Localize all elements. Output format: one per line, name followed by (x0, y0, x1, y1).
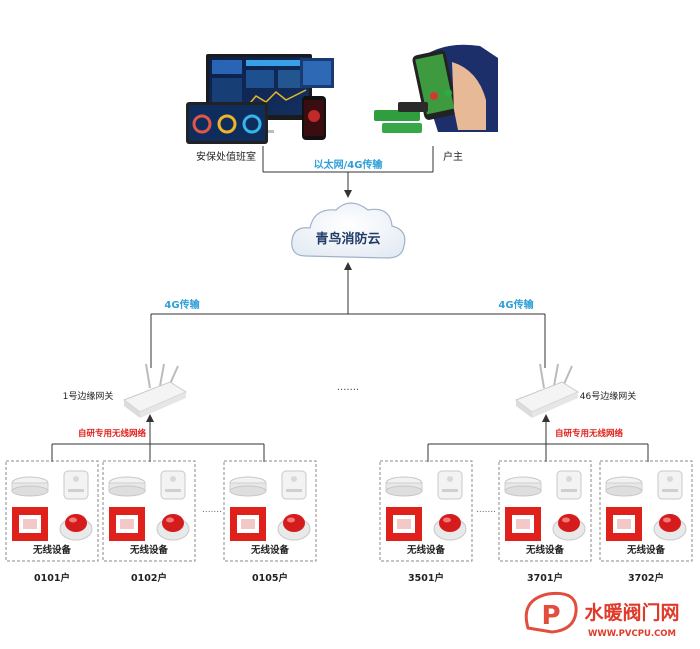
gas-detector-icon (63, 470, 89, 500)
svg-text:P: P (541, 601, 560, 631)
alarm-beacon-icon (59, 514, 93, 541)
watermark-url: WWW.PVCPU.COM (588, 629, 676, 639)
gateway-router-icon-2 (514, 363, 580, 418)
top-connector (262, 146, 434, 198)
wireless-network-label-left: 自研专用无线网络 (78, 428, 147, 439)
gas-detector-icon (437, 470, 463, 500)
household-ellipsis-left: ....... (202, 505, 222, 515)
alarm-beacon-icon (552, 514, 586, 541)
household-box (379, 460, 473, 562)
household-unit-label: 3701户 (527, 572, 563, 584)
smoke-detector-icon (229, 476, 267, 497)
alarm-beacon-icon (277, 514, 311, 541)
alarm-beacon-icon (433, 514, 467, 541)
household-box (223, 460, 317, 562)
downlink-connector (51, 414, 649, 462)
device-label: 无线设备 (406, 544, 446, 556)
device-label: 无线设备 (525, 544, 565, 556)
manual-call-point-icon (505, 507, 541, 541)
monitoring-room-image (186, 54, 334, 144)
manual-call-point-icon (386, 507, 422, 541)
household-unit-label: 3501户 (408, 572, 444, 584)
gas-detector-icon (657, 470, 683, 500)
gateway-label-1: 1号边缘网关 (63, 390, 114, 402)
household-unit-label: 0101户 (34, 572, 70, 584)
watermark-logo: P (524, 591, 578, 634)
household-group: 无线设备 3501户 (379, 460, 473, 584)
smoke-detector-icon (605, 476, 643, 497)
household-box (5, 460, 99, 562)
household-group: 无线设备 0101户 (5, 460, 99, 584)
device-label: 无线设备 (626, 544, 666, 556)
smoke-detector-icon (504, 476, 542, 497)
household-groups: 无线设备0101户无线设备0102户无线设备0105户无线设备3501户无线设备… (5, 460, 693, 584)
smoke-detector-icon (385, 476, 423, 497)
alarm-beacon-icon (156, 514, 190, 541)
watermark-title: 水暖阀门网 (584, 601, 679, 624)
gas-detector-icon (281, 470, 307, 500)
household-group: 无线设备 0105户 (223, 460, 317, 584)
cloud-label: 青鸟消防云 (315, 231, 380, 247)
smoke-detector-icon (11, 476, 49, 497)
uplink-connector (150, 262, 546, 368)
homeowner-phone-image (374, 44, 498, 133)
device-label: 无线设备 (129, 544, 169, 556)
household-box (498, 460, 592, 562)
manual-call-point-icon (12, 507, 48, 541)
household-unit-label: 3702户 (628, 572, 664, 584)
homeowner-label: 户主 (443, 150, 463, 163)
wireless-network-label-right: 自研专用无线网络 (555, 428, 624, 439)
smoke-detector-icon (108, 476, 146, 497)
gateway-label-2: 46号边缘网关 (580, 390, 636, 402)
uplink-left-label: 4G传输 (164, 298, 200, 311)
device-label: 无线设备 (250, 544, 290, 556)
ethernet-4g-label: 以太网/4G传输 (314, 158, 384, 171)
household-unit-label: 0102户 (131, 572, 167, 584)
household-unit-label: 0105户 (252, 572, 288, 584)
monitoring-room-label: 安保处值班室 (196, 150, 256, 163)
gateway-router-icon-1 (122, 363, 188, 418)
device-label: 无线设备 (32, 544, 72, 556)
manual-call-point-icon (109, 507, 145, 541)
household-box (102, 460, 196, 562)
gas-detector-icon (160, 470, 186, 500)
alarm-beacon-icon (653, 514, 687, 541)
household-box (599, 460, 693, 562)
household-ellipsis-right: ....... (476, 505, 496, 515)
household-group: 无线设备 3702户 (599, 460, 693, 584)
cloud-icon (291, 202, 406, 259)
manual-call-point-icon (606, 507, 642, 541)
gateway-ellipsis: ....... (337, 382, 359, 393)
gas-detector-icon (556, 470, 582, 500)
manual-call-point-icon (230, 507, 266, 541)
uplink-right-label: 4G传输 (498, 298, 534, 311)
household-group: 无线设备 3701户 (498, 460, 592, 584)
household-group: 无线设备 0102户 (102, 460, 196, 584)
